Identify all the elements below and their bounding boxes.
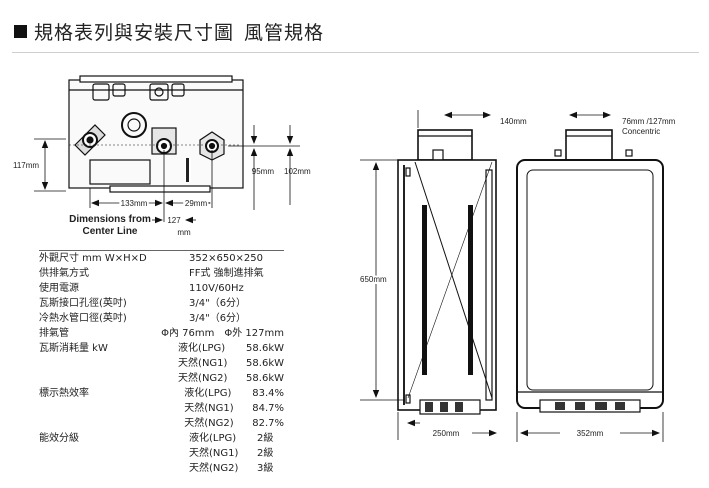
spec-label bbox=[39, 401, 184, 416]
square-bullet-icon bbox=[14, 25, 27, 38]
spec-value-secondary: 84.7% bbox=[252, 403, 284, 414]
horizontal-c-unit: mm bbox=[177, 228, 191, 237]
spec-value: 液化(LPG) 2級 bbox=[189, 431, 273, 446]
depth-label: 250mm bbox=[433, 429, 460, 438]
spec-value: 天然(NG2) 82.7% bbox=[184, 416, 284, 431]
spec-value-secondary: 58.6kW bbox=[246, 358, 284, 369]
spec-row: 天然(NG2) 58.6kW bbox=[39, 371, 284, 386]
spec-value-primary: 液化(LPG) bbox=[178, 343, 226, 354]
spec-value: 3/4"（6分） bbox=[189, 311, 257, 326]
page-title-main: 規格表列與安裝尺寸圖 bbox=[34, 22, 235, 44]
spec-label: 能效分級 bbox=[39, 433, 79, 444]
spec-value-primary: 3/4"（6分） bbox=[189, 298, 247, 309]
spec-value-secondary: 58.6kW bbox=[246, 343, 284, 354]
spec-value-secondary: 2級 bbox=[257, 433, 274, 444]
horizontal-c-label: 127 bbox=[167, 216, 181, 225]
page-title-sub: 風管規格 bbox=[244, 22, 325, 44]
spec-value: 液化(LPG) 83.4% bbox=[184, 386, 284, 401]
unit-height-label: 650mm bbox=[360, 275, 387, 284]
title-divider bbox=[12, 52, 699, 53]
spec-row: 供排氣方式 FF式 強制進排氣 bbox=[39, 266, 284, 281]
spec-value-primary: 3/4"（6分） bbox=[189, 313, 247, 324]
spec-row: 冷熱水管口徑(英吋) 3/4"（6分） bbox=[39, 311, 284, 326]
spec-value-secondary: 83.4% bbox=[252, 388, 284, 399]
spec-value: 3/4"（6分） bbox=[189, 296, 257, 311]
spec-value: 天然(NG1) 2級 bbox=[189, 446, 273, 461]
spec-value-primary: 天然(NG1) bbox=[178, 358, 228, 369]
spec-value: Φ內 76mm Φ外 127mm bbox=[161, 326, 284, 341]
spec-label: 冷熱水管口徑(英吋) bbox=[39, 313, 127, 324]
spec-label: 瓦斯消耗量 kW bbox=[39, 343, 108, 354]
spec-value: 天然(NG1) 58.6kW bbox=[178, 356, 284, 371]
spec-row: 天然(NG1) 2級 bbox=[39, 446, 284, 461]
left-dimension-lines bbox=[34, 125, 300, 224]
spec-value: 352×650×250 bbox=[189, 251, 263, 266]
spec-value-primary: 110V/60Hz bbox=[189, 283, 244, 294]
spec-label: 標示熱效率 bbox=[39, 388, 89, 399]
spec-row: 使用電源 110V/60Hz bbox=[39, 281, 284, 296]
spec-value-secondary: 58.6kW bbox=[246, 373, 284, 384]
spec-label: 瓦斯接口孔徑(英吋) bbox=[39, 298, 127, 309]
horizontal-b-label: 29mm bbox=[185, 199, 208, 208]
spec-label bbox=[39, 356, 178, 371]
spec-row: 天然(NG2) 3級 bbox=[39, 461, 284, 476]
concentric-size-label: 76mm /127mm bbox=[622, 117, 676, 126]
spec-value-primary: FF式 強制進排氣 bbox=[189, 268, 264, 279]
spec-value: 液化(LPG) 58.6kW bbox=[178, 341, 284, 356]
spec-value: 天然(NG2) 58.6kW bbox=[178, 371, 284, 386]
front-view-drawing bbox=[516, 129, 664, 413]
spec-row: 天然(NG2) 82.7% bbox=[39, 416, 284, 431]
spec-value-secondary: 82.7% bbox=[252, 418, 284, 429]
spec-value-primary: 天然(NG1) bbox=[184, 403, 234, 414]
spec-value-primary: 天然(NG1) bbox=[189, 448, 239, 459]
spec-label: 排氣管 bbox=[39, 328, 69, 339]
spec-row: 外觀尺寸 mm W×H×D 352×650×250 bbox=[39, 251, 284, 266]
spec-value-primary: 天然(NG2) bbox=[178, 373, 228, 384]
spec-value: 天然(NG2) 3級 bbox=[189, 461, 273, 476]
spec-label: 供排氣方式 bbox=[39, 268, 89, 279]
spec-label: 外觀尺寸 mm W×H×D bbox=[39, 253, 147, 264]
center-line-note-1: Dimensions from bbox=[69, 214, 151, 225]
spec-value-secondary: 2級 bbox=[257, 448, 274, 459]
spec-label bbox=[39, 446, 189, 461]
spec-value-primary: 液化(LPG) bbox=[184, 388, 232, 399]
spec-label bbox=[39, 371, 178, 386]
horizontal-a-label: 133mm bbox=[121, 199, 148, 208]
spec-row: 能效分級 液化(LPG) 2級 bbox=[39, 431, 284, 446]
spec-value-primary: 天然(NG2) bbox=[184, 418, 234, 429]
side-dimension-lines bbox=[360, 110, 497, 440]
spec-row: 標示熱效率 液化(LPG) 83.4% bbox=[39, 386, 284, 401]
spec-row: 排氣管 Φ內 76mm Φ外 127mm bbox=[39, 326, 284, 341]
concentric-label: Concentric bbox=[622, 127, 660, 136]
flue-width-label: 140mm bbox=[500, 117, 527, 126]
vertical-b-label: 102mm bbox=[284, 167, 311, 176]
spec-value-primary: 352×650×250 bbox=[189, 253, 264, 264]
spec-label bbox=[39, 461, 189, 476]
side-view-drawing bbox=[397, 129, 497, 415]
spec-value-secondary: 3級 bbox=[257, 463, 274, 474]
spec-value: 110V/60Hz bbox=[189, 281, 257, 296]
spec-row: 瓦斯接口孔徑(英吋) 3/4"（6分） bbox=[39, 296, 284, 311]
spec-label bbox=[39, 416, 184, 431]
spec-row: 天然(NG1) 84.7% bbox=[39, 401, 284, 416]
spec-value-primary: 液化(LPG) bbox=[189, 433, 237, 444]
spec-value-primary: Φ內 76mm Φ外 127mm bbox=[161, 328, 284, 339]
side-height-label: 117mm bbox=[13, 161, 39, 170]
spec-value: 天然(NG1) 84.7% bbox=[184, 401, 284, 416]
width-label: 352mm bbox=[577, 429, 604, 438]
spec-value: FF式 強制進排氣 bbox=[189, 266, 264, 281]
spec-value-primary: 天然(NG2) bbox=[189, 463, 239, 474]
vertical-a-label: 95mm bbox=[252, 167, 275, 176]
front-dimension-lines bbox=[516, 111, 664, 442]
page-title: 規格表列與安裝尺寸圖 風管規格 bbox=[14, 18, 324, 45]
center-line-note-2: Center Line bbox=[82, 226, 137, 237]
bottom-view-drawing bbox=[68, 75, 244, 193]
spec-row: 天然(NG1) 58.6kW bbox=[39, 356, 284, 371]
spec-label: 使用電源 bbox=[39, 283, 79, 294]
spec-table: 外觀尺寸 mm W×H×D 352×650×250 供排氣方式 FF式 強制進排氣使用… bbox=[39, 250, 284, 476]
spec-row: 瓦斯消耗量 kW 液化(LPG) 58.6kW bbox=[39, 341, 284, 356]
